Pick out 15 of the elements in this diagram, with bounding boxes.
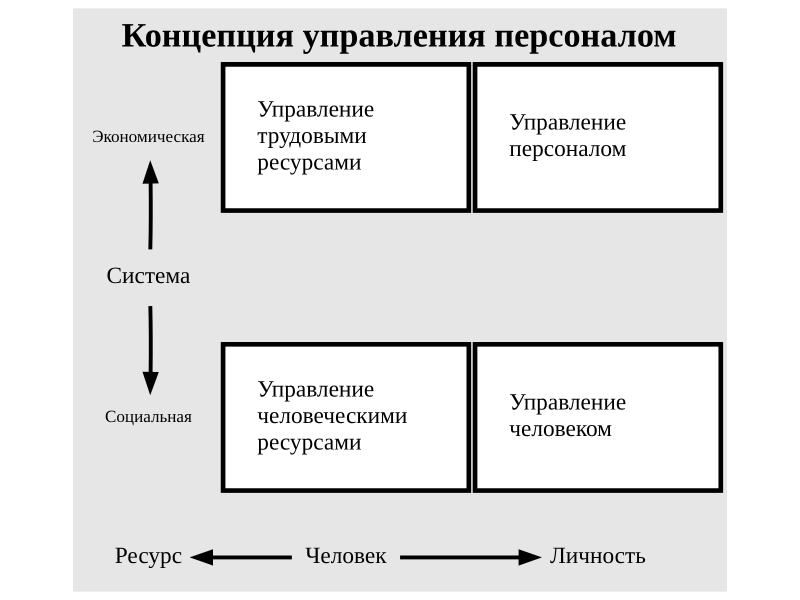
node-box: Управление персоналом xyxy=(472,62,724,213)
node-box: Управление человеческими ресурсами xyxy=(220,342,472,493)
node-text: Человек xyxy=(305,542,387,569)
node-text: Экономическая xyxy=(92,126,205,146)
arrow xyxy=(190,549,292,566)
node-text: Система xyxy=(106,262,190,289)
node-text: Личность xyxy=(550,542,646,569)
arrow xyxy=(142,306,159,396)
arrow xyxy=(400,549,542,566)
arrow xyxy=(142,160,159,250)
node-text: Социальная xyxy=(104,406,192,426)
node-text: Ресурс xyxy=(114,542,182,569)
node-box: Управление человеком xyxy=(472,342,724,493)
diagram-title: Концепция управления персоналом xyxy=(122,18,677,55)
node-box: Управление трудовыми ресурсами xyxy=(220,62,472,213)
